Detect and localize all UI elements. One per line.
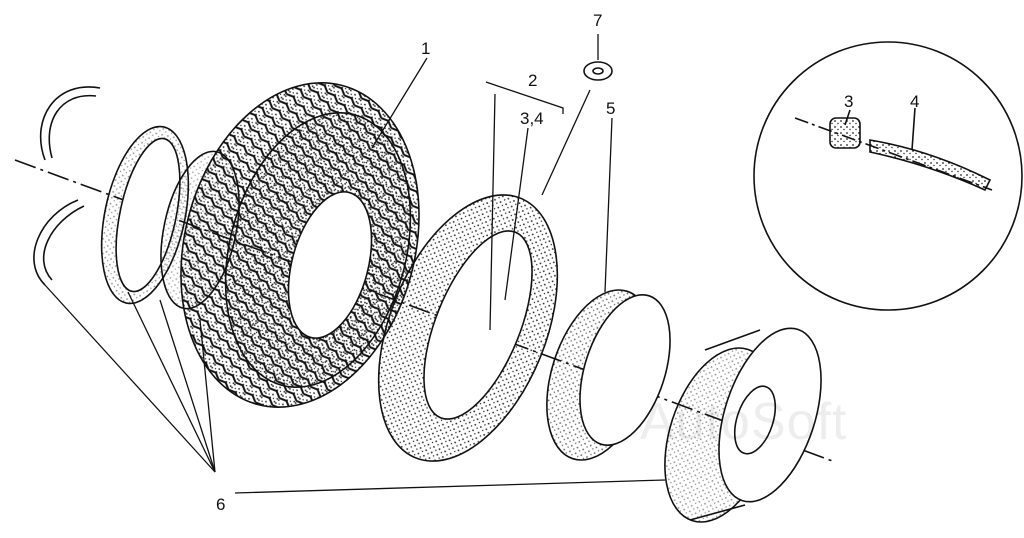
leader-lines bbox=[44, 34, 666, 494]
callout-5: 5 bbox=[606, 99, 616, 118]
watermark: AutoSoft bbox=[640, 393, 848, 451]
tyre bbox=[180, 82, 420, 408]
rim bbox=[546, 289, 671, 461]
callout-7: 7 bbox=[593, 11, 603, 30]
inner-tube bbox=[377, 194, 559, 462]
callout-3-4: 3,4 bbox=[520, 109, 544, 128]
valve-washer bbox=[583, 61, 613, 81]
callout-1: 1 bbox=[421, 39, 431, 58]
wheel bbox=[664, 327, 822, 523]
callout-2: 2 bbox=[528, 71, 538, 90]
callout-3: 3 bbox=[844, 92, 854, 111]
valve-inset bbox=[753, 41, 1023, 311]
callout-4: 4 bbox=[910, 92, 920, 111]
callout-6: 6 bbox=[216, 495, 226, 514]
lock-rings bbox=[33, 86, 101, 286]
